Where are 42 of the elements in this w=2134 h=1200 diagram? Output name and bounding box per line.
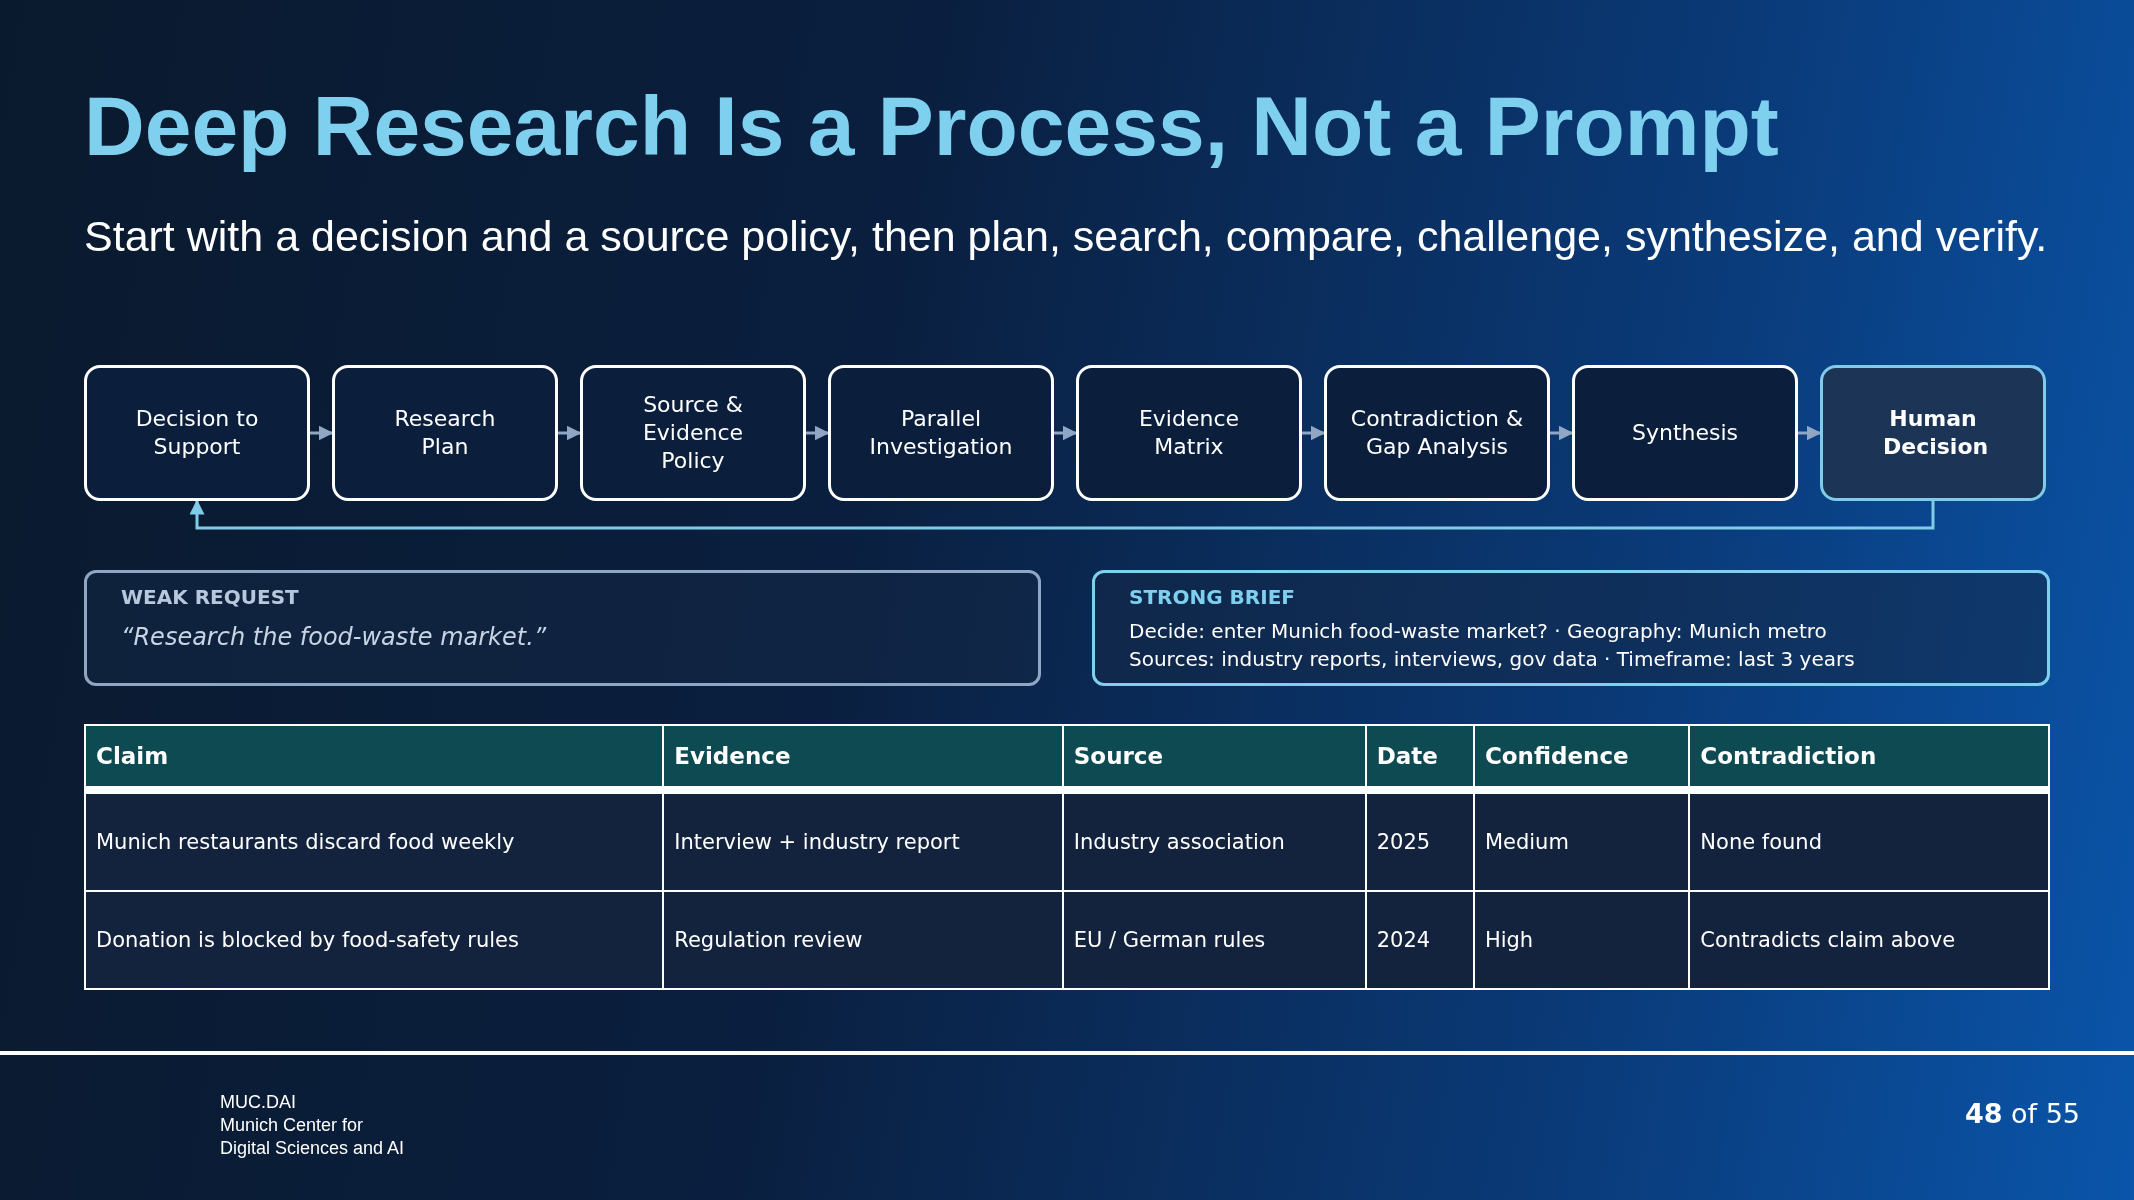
arrow [1550,425,1574,441]
footer-text: Munich Center for [220,1115,364,1136]
panel-heading: WEAK REQUEST [121,585,300,609]
process-box [84,365,310,501]
table-cell: Regulation review [663,891,1063,989]
footer-text: Digital Sciences and AI [220,1138,405,1159]
arrow [1054,425,1078,441]
table-cell: High [1473,891,1690,989]
step-label: Research Plan [393,405,497,461]
brief-line: Sources: industry reports, interviews, gov data · Timeframe: last 3 years [1129,647,1856,671]
slide-title: Deep Research Is a Process, Not a Prompt [84,78,1779,175]
arrow [310,425,334,441]
process-box [1820,365,2046,501]
arrow [806,425,830,441]
process-box [1572,365,1798,501]
process-box [332,365,558,501]
process-box [1076,365,1302,501]
table-cell: 2024 [1365,891,1474,989]
step-label: Evidence Matrix [1137,405,1241,461]
step-label: Parallel Investigation [868,405,1014,461]
process-box [1324,365,1550,501]
brief-line: Decide: enter Munich food-waste market? · Geography: Munich metro [1129,619,1828,643]
brief-panel [1092,570,2050,686]
arrow [558,425,582,441]
subtitle: Start with a decision and a source policy, then plan, search, compare, challenge, synthesize, and verify. [84,212,2048,261]
table-cell: Contradicts claim above [1689,891,2049,989]
feedback-arrow [189,499,1935,530]
arrow [1302,425,1326,441]
panel-heading: STRONG BRIEF [1129,585,1296,609]
arrow [1798,425,1822,441]
table-cell: Donation is blocked by food-safety rules [85,891,664,989]
step-label: Synthesis [1631,419,1739,447]
step-label: Decision to Support [134,405,260,461]
step-label: Source & Evidence Policy [641,391,745,475]
brief-panel [84,570,1041,686]
request-quote: “Research the food-waste market.” [121,623,548,651]
page-number: 48 of 55 [1964,1098,2080,1129]
table-cell: EU / German rules [1062,891,1366,989]
step-label: Contradiction & Gap Analysis [1349,405,1525,461]
process-box [580,365,806,501]
footer-text: MUC.DAI [220,1092,296,1113]
process-box [828,365,1054,501]
